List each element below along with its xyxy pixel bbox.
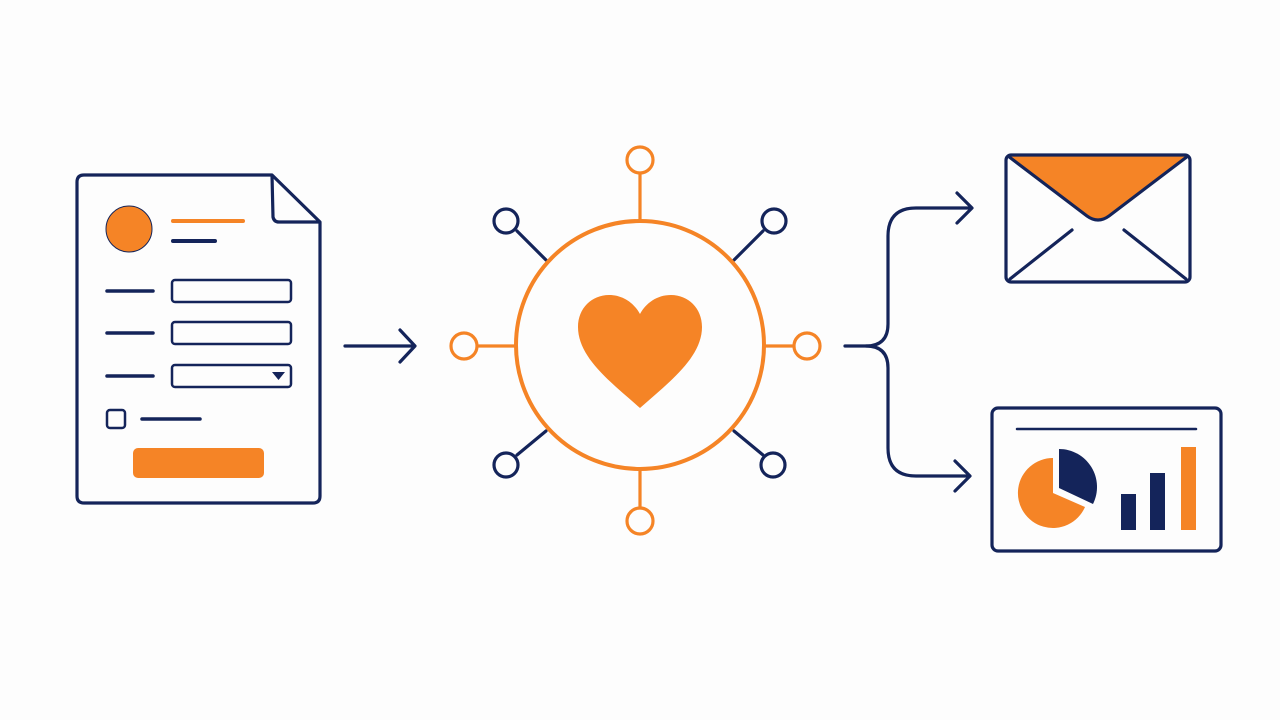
pie-slice-navy — [1059, 449, 1098, 504]
spoke-bottom-left — [515, 429, 548, 457]
heart-hub-icon — [449, 145, 822, 536]
bar-1 — [1121, 494, 1136, 530]
form-document-icon — [75, 173, 322, 505]
select-field — [170, 363, 293, 389]
envelope-outline — [1004, 153, 1192, 284]
spoke-top-right — [732, 229, 765, 262]
branch-connector — [843, 191, 974, 493]
dashboard-icon — [990, 406, 1223, 553]
dashboard-frame — [990, 406, 1223, 553]
connector-stem — [843, 206, 972, 348]
hub-ring — [514, 219, 766, 471]
node-bottom-right — [759, 451, 787, 479]
envelope-flap — [1008, 155, 1189, 220]
form-avatar — [105, 205, 153, 253]
arrow-to-email — [955, 191, 974, 225]
spoke-bottom-right — [732, 429, 765, 457]
document-outline — [75, 173, 322, 505]
node-top-right — [760, 207, 788, 235]
arrow-to-dashboard — [953, 459, 972, 493]
connector-branch-bottom — [864, 344, 970, 478]
envelope-icon — [1004, 153, 1192, 284]
arrow-form-to-hub — [343, 328, 417, 364]
node-left — [449, 331, 479, 361]
heart-icon — [578, 295, 702, 408]
spoke-top-left — [515, 229, 548, 262]
text-field-2 — [170, 320, 293, 346]
node-top-left — [492, 207, 520, 235]
bar-3 — [1181, 447, 1196, 530]
envelope-right-fold — [1122, 228, 1188, 281]
node-bottom — [625, 506, 655, 536]
bar-2 — [1150, 473, 1165, 530]
document-fold — [270, 174, 320, 224]
envelope-left-fold — [1008, 228, 1074, 281]
pie-slice-orange — [1017, 457, 1085, 528]
submit-button-shape — [133, 448, 264, 478]
checkbox — [105, 408, 127, 430]
node-top — [625, 145, 655, 175]
dropdown-triangle-icon — [272, 372, 285, 380]
node-right — [792, 331, 822, 361]
node-bottom-left — [492, 451, 520, 479]
envelope-top-edge — [1007, 154, 1189, 222]
text-field-1 — [170, 278, 293, 304]
